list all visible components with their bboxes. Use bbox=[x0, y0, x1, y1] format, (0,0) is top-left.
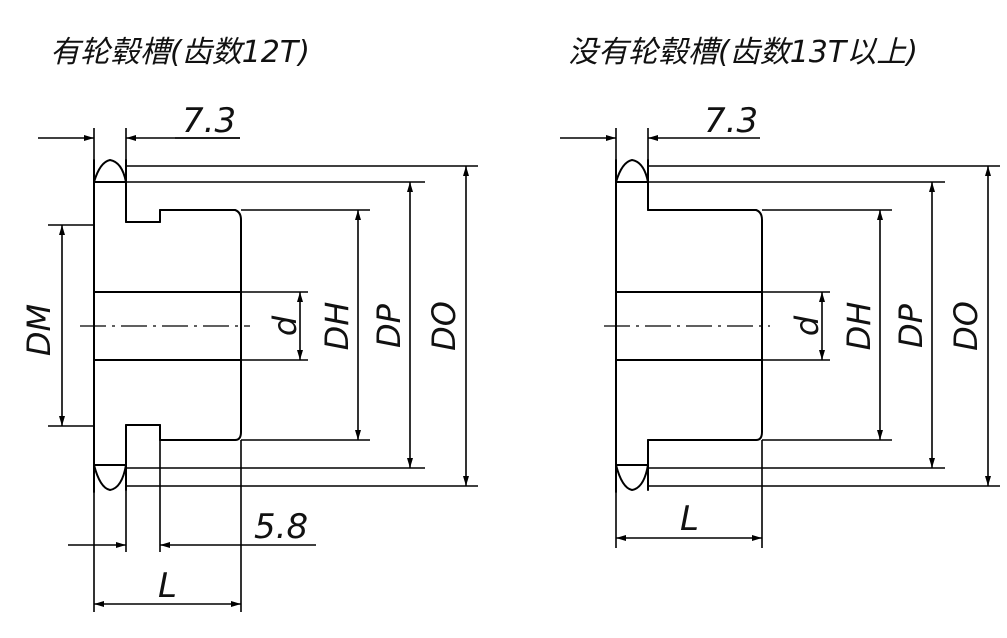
left-view-title: 有轮毂槽(齿数12T) bbox=[50, 35, 310, 70]
left-dim-length: L bbox=[94, 566, 241, 607]
left-dim-length-label: L bbox=[158, 566, 177, 606]
left-dim-d-label: d bbox=[266, 315, 304, 336]
left-dim-dh: DH bbox=[318, 210, 361, 440]
right-dim-dp: DP bbox=[892, 182, 935, 468]
left-dim-dm-label: DM bbox=[20, 304, 58, 356]
right-dim-d-label: d bbox=[788, 315, 826, 336]
right-dim-top: 7.3 bbox=[560, 101, 760, 141]
left-dim-top-label: 7.3 bbox=[182, 101, 236, 141]
left-dim-dp: DP bbox=[370, 182, 413, 468]
right-dim-length-label: L bbox=[680, 499, 699, 539]
right-body-outline bbox=[615, 159, 763, 493]
left-dim-top: 7.3 bbox=[38, 101, 240, 141]
right-dim-length: L bbox=[616, 499, 762, 541]
left-view: 有轮毂槽(齿数12T) bbox=[20, 35, 478, 612]
left-dim-d: d bbox=[266, 292, 304, 360]
right-dim-d: d bbox=[788, 292, 826, 360]
left-dim-dh-label: DH bbox=[318, 302, 356, 351]
left-body-outline bbox=[93, 159, 242, 493]
right-view: 没有轮毂槽(齿数13T以上) bbox=[560, 35, 1000, 548]
right-dim-dp-label: DP bbox=[892, 303, 930, 348]
right-dim-top-label: 7.3 bbox=[704, 101, 758, 141]
right-dim-do-label: DO bbox=[947, 301, 985, 351]
left-dim-dm: DM bbox=[20, 225, 65, 426]
right-dim-do: DO bbox=[947, 166, 991, 486]
right-view-title: 没有轮毂槽(齿数13T以上) bbox=[568, 35, 918, 70]
right-dim-dh: DH bbox=[840, 210, 883, 440]
left-dim-groove: 5.8 bbox=[68, 507, 316, 548]
right-extension-lines bbox=[615, 128, 1000, 548]
right-dim-dh-label: DH bbox=[840, 302, 878, 351]
left-dim-dp-label: DP bbox=[370, 303, 408, 348]
left-dim-do: DO bbox=[425, 166, 469, 486]
left-extension-lines bbox=[48, 128, 478, 612]
left-dim-groove-label: 5.8 bbox=[254, 507, 308, 547]
left-dim-do-label: DO bbox=[425, 301, 463, 351]
